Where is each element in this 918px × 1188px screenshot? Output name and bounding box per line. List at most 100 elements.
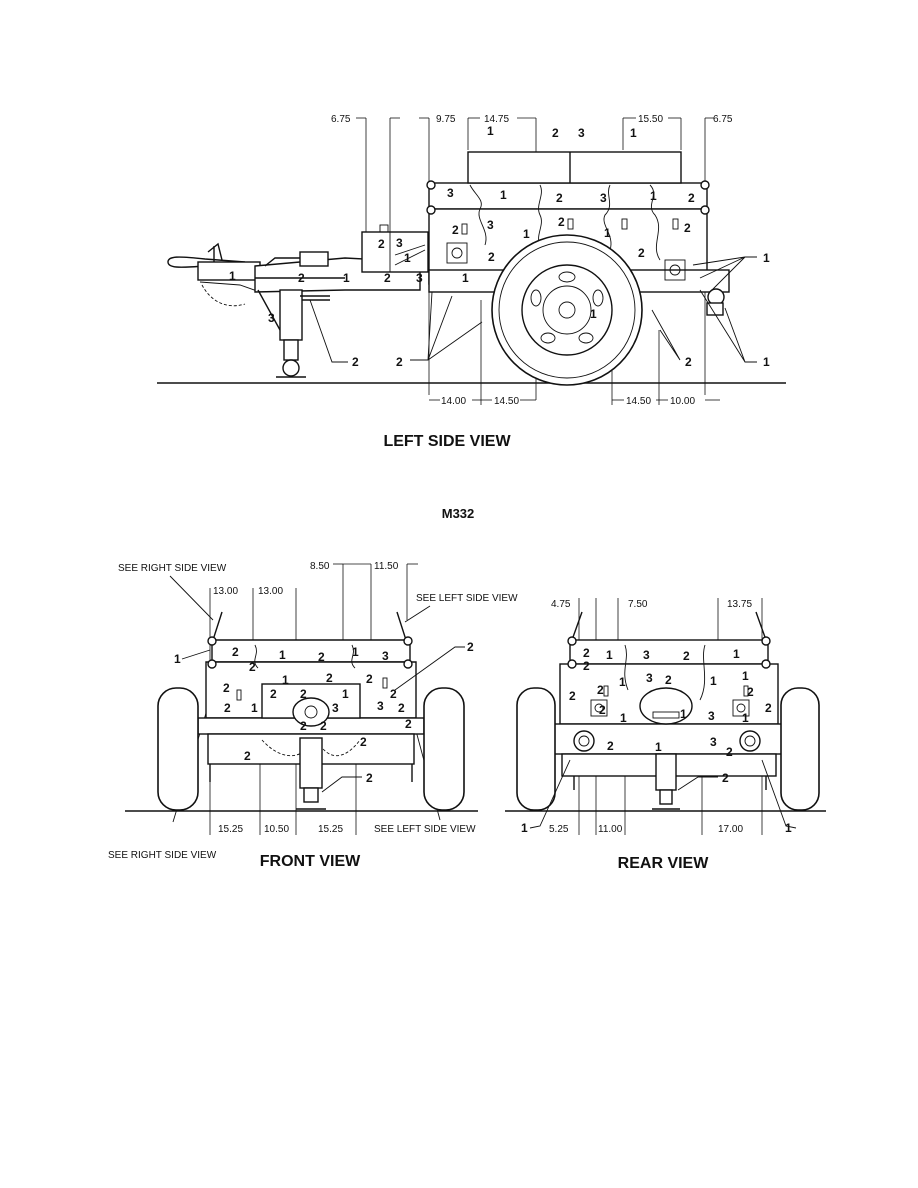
dim-14-00: 14.00: [441, 396, 466, 407]
callout: 1: [462, 271, 469, 285]
callout: 3: [487, 218, 494, 232]
callout: 2: [467, 640, 474, 654]
callout: 1: [733, 647, 740, 661]
dim-14-50-a: 14.50: [494, 396, 519, 407]
callout: 2: [665, 673, 672, 687]
callout: 1: [650, 189, 657, 203]
landing-leg: [257, 289, 330, 378]
dim-13-00-b: 13.00: [258, 586, 283, 597]
callout: 1: [282, 673, 289, 687]
front-dimension-lines: [209, 563, 418, 835]
callout: 1: [404, 251, 411, 265]
left-side-view: 6.75 9.75 14.75 15.50 6.75 14.00 14.50 1…: [157, 114, 786, 450]
callout: 2: [685, 355, 692, 369]
callout: 2: [223, 681, 230, 695]
callout: 1: [521, 821, 528, 835]
callout: 1: [655, 740, 662, 754]
callout: 2: [390, 687, 397, 701]
callout: 1: [343, 271, 350, 285]
note-see-left-side-view-top: SEE LEFT SIDE VIEW: [416, 593, 518, 604]
callout: 2: [683, 649, 690, 663]
callout: 3: [268, 311, 275, 325]
callout: 2: [244, 749, 251, 763]
callout: 3: [708, 709, 715, 723]
callout: 2: [747, 685, 754, 699]
callout: 1: [620, 711, 627, 725]
callout: 2: [396, 355, 403, 369]
dim-17-00: 17.00: [718, 824, 743, 835]
callout: 1: [680, 707, 687, 721]
front-box: [361, 224, 429, 273]
dim-14-50-b: 14.50: [626, 396, 651, 407]
callout: 2: [722, 771, 729, 785]
dim-13-75: 13.75: [727, 599, 752, 610]
callout: 1: [523, 227, 530, 241]
callout: 1: [763, 251, 770, 265]
dim-7-50: 7.50: [628, 599, 648, 610]
callout: 1: [742, 669, 749, 683]
front-view-caption: FRONT VIEW: [260, 853, 361, 870]
callout: 2: [556, 191, 563, 205]
callout: 2: [405, 717, 412, 731]
callout: 2: [300, 687, 307, 701]
callout: 2: [224, 701, 231, 715]
callout: 2: [366, 771, 373, 785]
callout: 3: [332, 701, 339, 715]
callout: 2: [765, 701, 772, 715]
callout: 2: [583, 659, 590, 673]
callout: 1: [251, 701, 258, 715]
callout: 3: [578, 126, 585, 140]
front-leaders: [181, 646, 465, 793]
rear-tires: [516, 687, 820, 811]
dim-11-50: 11.50: [374, 561, 399, 572]
callout: 2: [597, 683, 604, 697]
callout: 2: [360, 735, 367, 749]
dim-13-00-a: 13.00: [213, 586, 238, 597]
callout: 2: [232, 645, 239, 659]
callout: 1: [763, 355, 770, 369]
rear-view: 4.75 7.50 13.75 5.25 11.00 17.00: [505, 598, 826, 872]
callout: 2: [452, 223, 459, 237]
callout: 1: [590, 307, 597, 321]
callout: 1: [229, 269, 236, 283]
callout: 3: [377, 699, 384, 713]
note-see-left-side-view-bottom: SEE LEFT SIDE VIEW: [374, 824, 476, 835]
front-view: SEE RIGHT SIDE VIEW SEE LEFT SIDE VIEW S…: [108, 561, 518, 870]
dim-15-50: 15.50: [638, 114, 663, 125]
dim-8-50: 8.50: [310, 561, 330, 572]
callout: 3: [646, 671, 653, 685]
callout: 1: [604, 226, 611, 240]
front-body: [197, 611, 425, 810]
callout: 2: [320, 719, 327, 733]
callout: 2: [384, 271, 391, 285]
front-callouts: 1 2 1 2 1 3 2 2 2 1 2 2 2 1 2 1 2 3 2 2 …: [174, 640, 474, 785]
callout: 2: [249, 660, 256, 674]
left-wheel: [491, 234, 643, 386]
left-side-view-caption: LEFT SIDE VIEW: [383, 433, 511, 450]
callout: 2: [726, 745, 733, 759]
dim-6-75-left: 6.75: [331, 114, 351, 125]
callout: 2: [688, 191, 695, 205]
callout: 2: [326, 671, 333, 685]
callout: 3: [396, 236, 403, 250]
model-label: M332: [442, 506, 475, 521]
rear-leaders: [529, 759, 797, 829]
callout: 1: [742, 711, 749, 725]
callout: 2: [270, 687, 277, 701]
left-leaders: [309, 256, 757, 363]
note-see-right-side-view-bottom: SEE RIGHT SIDE VIEW: [108, 850, 217, 861]
callout: 1: [487, 124, 494, 138]
callout: 2: [488, 250, 495, 264]
callout: 2: [318, 650, 325, 664]
callout: 2: [300, 719, 307, 733]
dim-5-25: 5.25: [549, 824, 569, 835]
callout: 2: [378, 237, 385, 251]
dim-11-00: 11.00: [598, 824, 623, 835]
dim-6-75-right: 6.75: [713, 114, 733, 125]
callout: 2: [352, 355, 359, 369]
callout: 2: [599, 703, 606, 717]
dim-10-00: 10.00: [670, 396, 695, 407]
callout: 2: [552, 126, 559, 140]
dim-15-25-a: 15.25: [218, 824, 243, 835]
